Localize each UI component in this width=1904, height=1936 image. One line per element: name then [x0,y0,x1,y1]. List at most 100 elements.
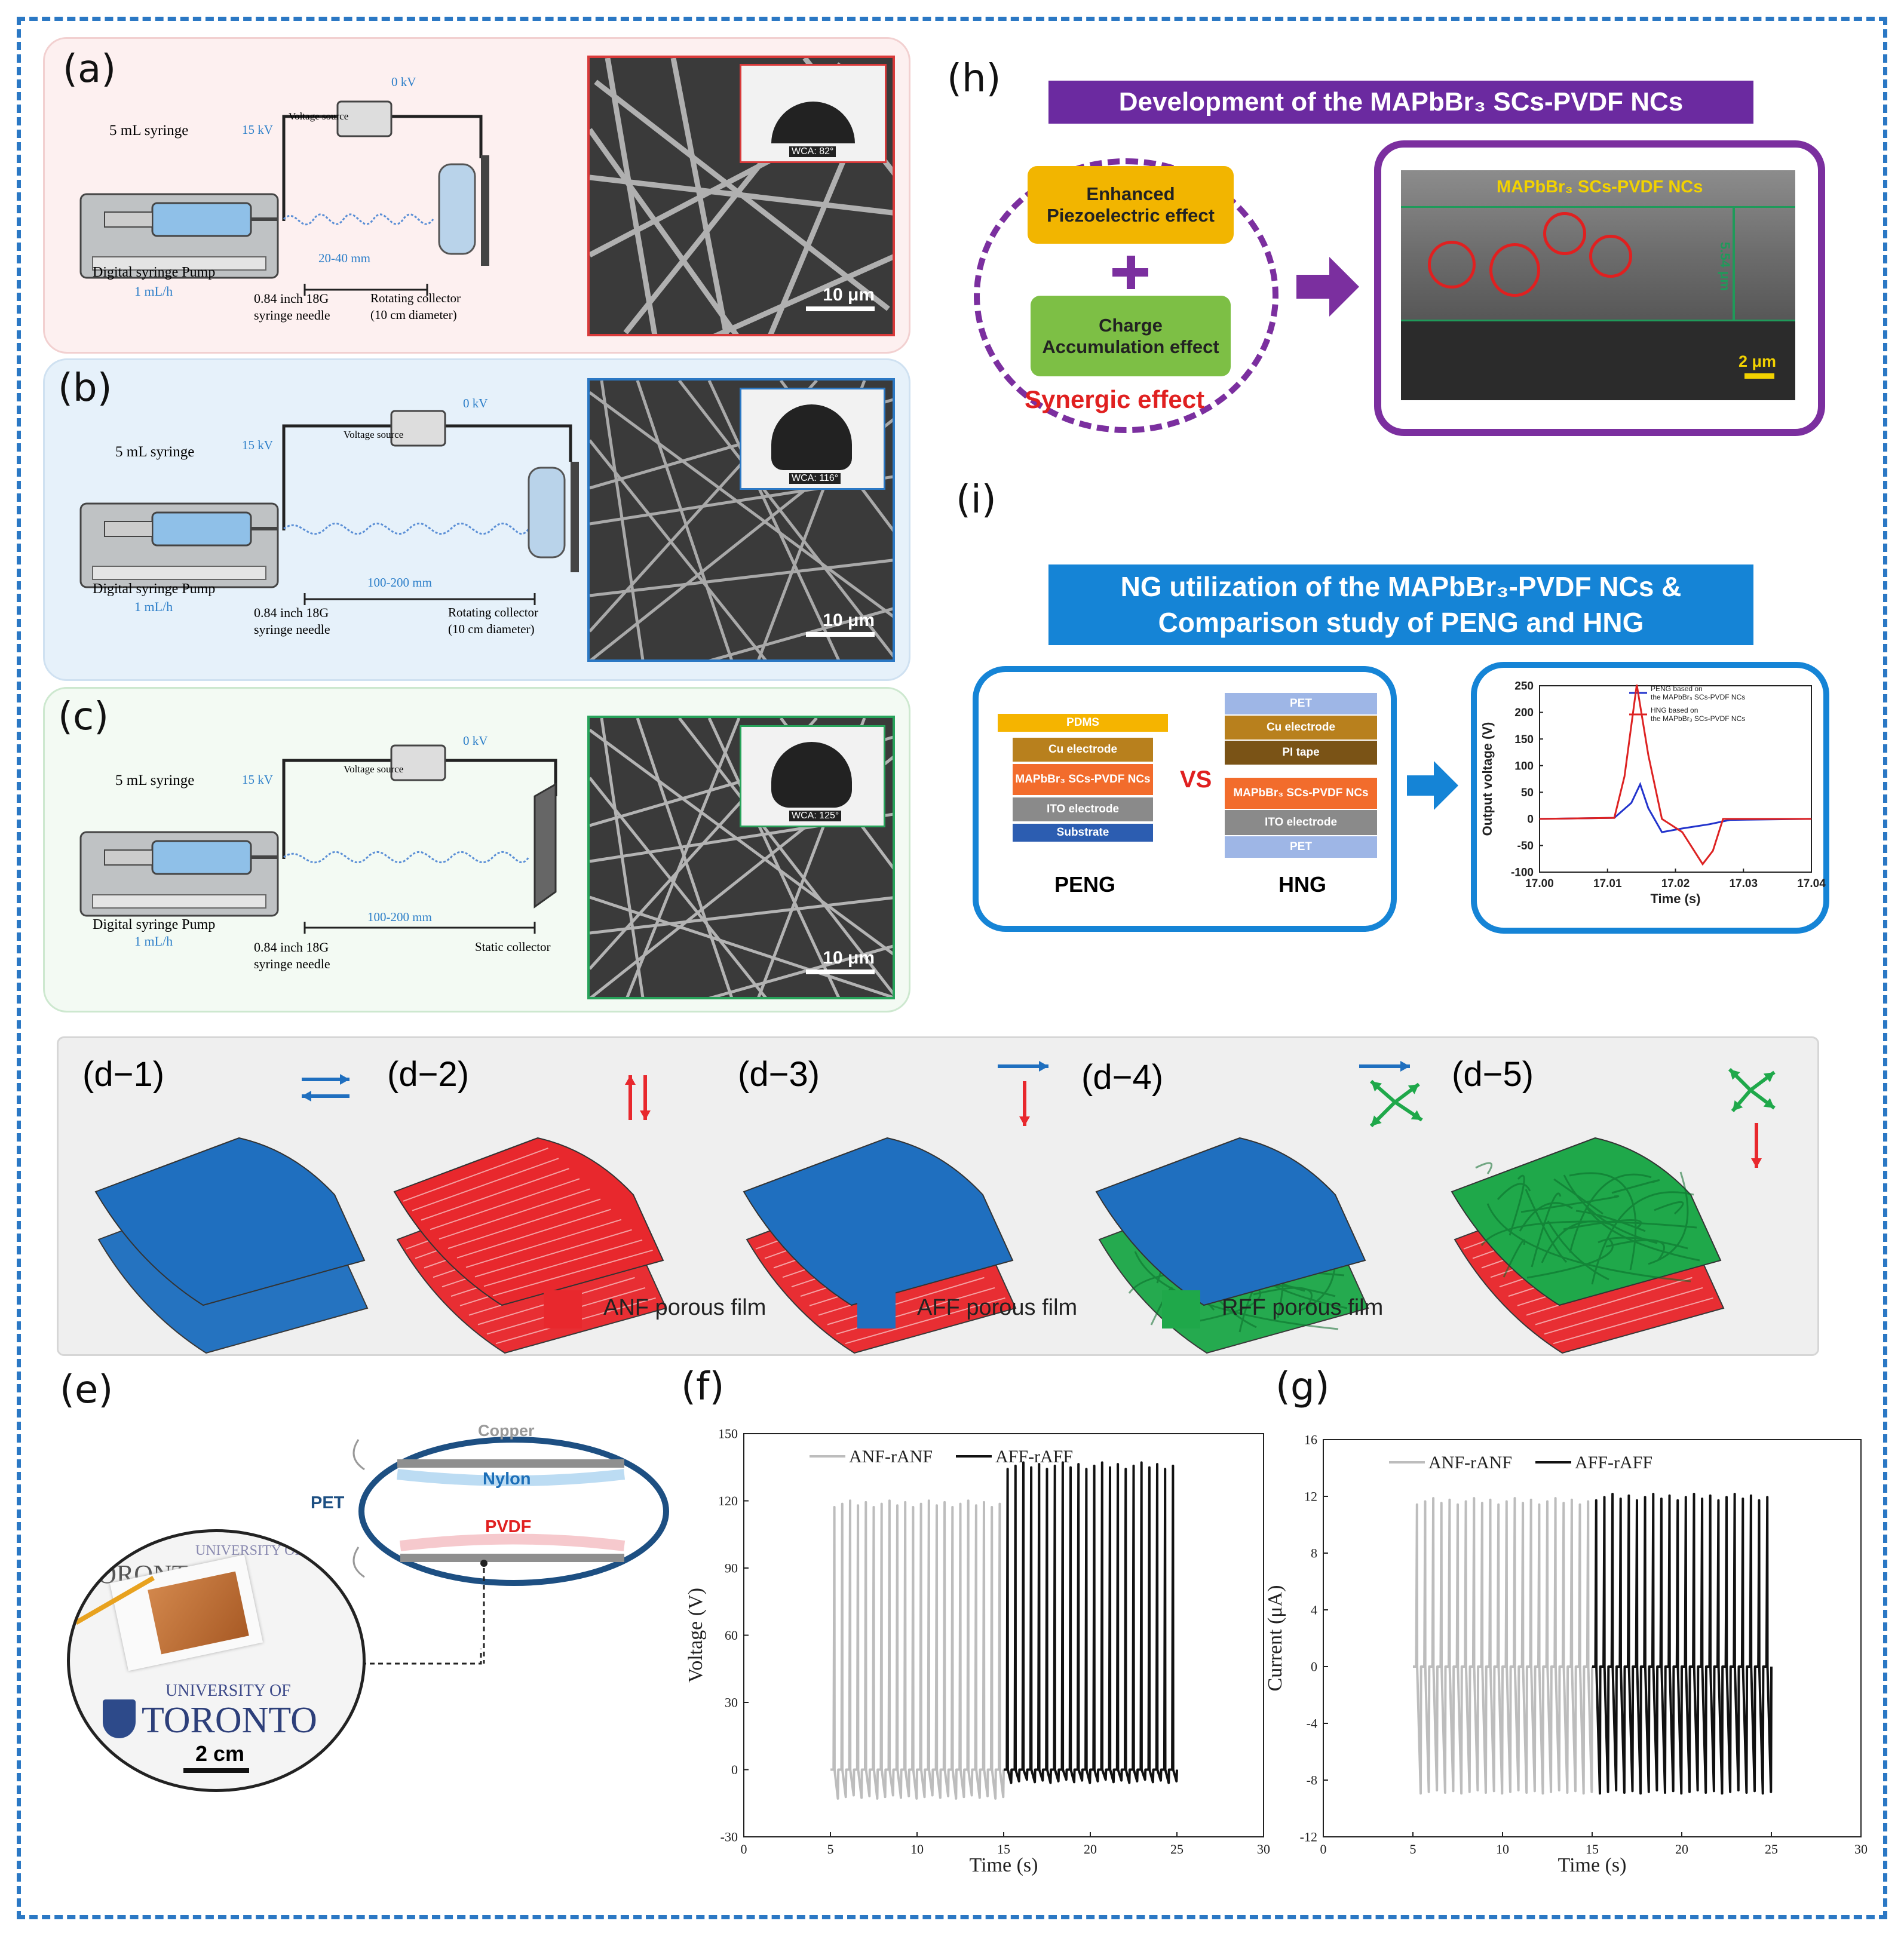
panel-h-title: Development of the MAPbBr₃ SCs-PVDF NCs [1048,81,1753,124]
y-tick-label: 60 [725,1628,738,1643]
wca-inset-c: WCA: 125° [740,725,885,827]
kv-high-label: 15 kV [242,772,273,787]
panel-i-title-line2: Comparison study of PENG and HNG [1158,606,1644,638]
panel-b-label: (b) [58,366,112,410]
pump-label: Digital syringe Pump [93,265,216,280]
vs-label: VS [1180,766,1212,793]
fiber-line [1591,1191,1694,1285]
x-tick-label: 17.04 [1797,878,1826,890]
peng-layer: MAPbBr₃ SCs-PVDF NCs [1013,764,1153,795]
x-tick-label: 17.02 [1661,878,1690,890]
kv-high-label: 15 kV [242,122,273,137]
arrow-right-icon [1296,257,1359,317]
syringe-label: 5 mL syringe [115,772,195,788]
film-sheet [743,1137,1014,1306]
defect-circle [1489,243,1540,297]
arrow-head-icon [1408,1084,1419,1094]
fiber-line [1520,1195,1620,1213]
fiber-line [1575,1210,1646,1232]
y-tick-label: 12 [1304,1489,1317,1504]
fiber-line [474,1229,632,1278]
fiber-line [1509,1174,1525,1236]
rate-label: 1 mL/h [134,284,173,299]
y-tick-label: 90 [725,1561,738,1576]
logo-text-top: UNIVERSITY OF [195,1543,303,1558]
wca-label-a: WCA: 82° [789,146,836,157]
legend-label: ANF-rANF [1428,1453,1512,1472]
legend-label-rff: RFF porous film [1222,1295,1384,1320]
fiber-line [465,1219,622,1268]
panel-d-label-4: (d−4) [1081,1058,1164,1097]
fiber-line [1480,1220,1697,1246]
needle-label-1: 0.84 inch 18G [254,940,329,955]
defect-circle [1543,212,1586,255]
arrow-head-icon [1751,1158,1762,1168]
copper-label: Copper [478,1422,535,1440]
fiber-line [1486,1203,1691,1283]
y-tick-label: 50 [1521,787,1534,799]
peng-layer: ITO electrode [1013,797,1153,821]
x-tick-label: 20 [1675,1842,1688,1857]
fiber-line [1531,1192,1562,1268]
wca-label-c: WCA: 125° [789,811,842,821]
y-axis-label: Current (μA) [1267,1585,1286,1692]
panel-i-label: (i) [956,478,997,522]
x-tick-label: 17.03 [1729,878,1758,890]
collector-label-1: Rotating collector [370,291,461,305]
pet-label: PET [311,1493,345,1512]
panel-d-label-5: (d−5) [1452,1055,1534,1094]
x-axis-label: Time (s) [970,1854,1038,1876]
panel-h-label: (h) [947,57,1001,101]
series-line [1004,1461,1178,1784]
needle-label-2: syringe needle [254,622,330,637]
sem-image-c: WCA: 125° 10 μm [587,716,895,999]
panel-e-label: (e) [60,1368,114,1412]
y-tick-label: 0 [1311,1659,1317,1674]
fiber-line [845,1297,1005,1345]
x-tick-label: 25 [1170,1842,1184,1857]
y-tick-label: -4 [1307,1716,1317,1731]
x-tick-label: 0 [1320,1842,1327,1857]
series-line [1592,1493,1773,1795]
synergic-label: Synergic effect [1025,385,1205,413]
series-line [1413,1497,1593,1795]
arrow-head-icon [1763,1098,1774,1108]
fiber-line [430,1178,580,1231]
legend-label-aff: AFF porous film [917,1295,1078,1320]
x-tick-label: 10 [910,1842,924,1857]
device-comparison-frame [973,666,1397,932]
thickness-label: 5.54 μm [1718,242,1733,291]
sem-image-b: WCA: 116° 10 μm [587,378,895,662]
voltage-source-label: Voltage source [289,111,349,122]
dashed-frame [17,17,1887,1919]
hng-label: HNG [1278,872,1326,897]
fiber-line [1553,1178,1603,1215]
wca-inset-b: WCA: 116° [740,388,885,490]
charge-line2: Accumulation effect [1042,336,1219,357]
kv-high-label: 15 kV [242,438,273,452]
logo-word: TORONTO [142,1700,317,1741]
fiber-line [447,1198,601,1249]
sem-cross-section: MAPbBr₃ SCs-PVDF NCs 5.54 μm 2 μm [1401,170,1795,400]
electrospinning-diagram-b [79,410,579,605]
piezo-line2: Piezoelectric effect [1047,205,1215,226]
fiber-line [1563,1219,1642,1231]
y-tick-label: -100 [1511,867,1534,879]
legend-swatch-anf [544,1290,582,1328]
panel-d-label-2: (d−2) [387,1055,470,1094]
arrow-head-icon [340,1074,349,1085]
collector-label-2: (10 cm diameter) [370,308,457,322]
x-axis-label: Time (s) [1651,891,1701,906]
y-tick-label: 30 [725,1695,738,1710]
x-tick-label: 15 [1586,1842,1599,1857]
arrow-head-icon [1019,1116,1030,1126]
peng-layer: Substrate [1013,824,1153,842]
panel-a: (a) 5 mL syringe Voltage source 15 kV 0 … [43,37,910,354]
hng-layer: ITO electrode [1225,810,1377,835]
fiber-line [1611,1179,1660,1194]
hng-layer: PET [1225,836,1377,858]
hng-layer: PET [1225,693,1377,714]
